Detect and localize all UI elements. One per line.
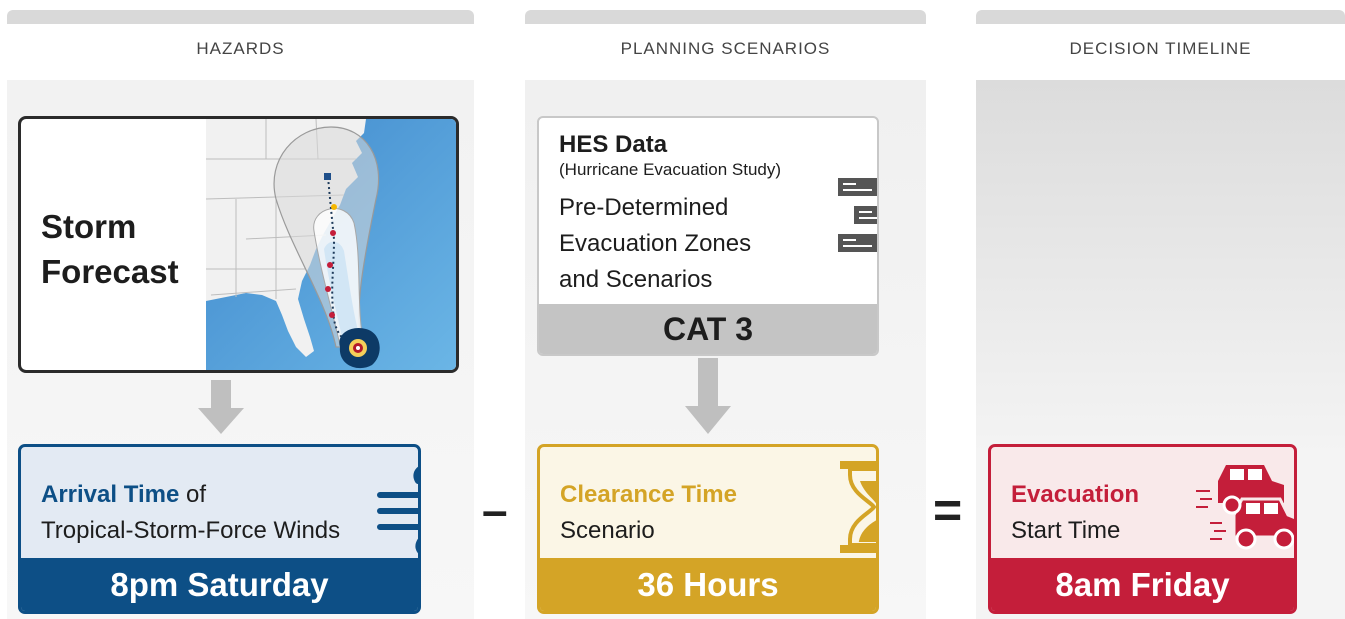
hes-title: HES Data: [559, 131, 668, 158]
cars-icon: [1196, 465, 1294, 550]
storm-forecast-title: Storm Forecast: [41, 204, 179, 294]
arrival-highlight: Arrival Time: [41, 481, 180, 508]
column-tab: [976, 10, 1345, 24]
storm-title-line2: Forecast: [41, 253, 179, 290]
clearance-highlight: Clearance Time: [560, 481, 737, 508]
clearance-line2: Scenario: [560, 517, 655, 544]
documents-icon: [838, 178, 877, 252]
column-header-planning: PLANNING SCENARIOS: [525, 24, 926, 80]
hes-desc-line1: Pre-Determined: [559, 194, 729, 221]
arrival-rest: of: [179, 481, 206, 508]
wind-icon: [377, 466, 418, 554]
clearance-time-box: Clearance Time Scenario 36 Hours: [537, 444, 879, 614]
down-arrow-icon: [685, 358, 731, 434]
hourglass-icon: [840, 461, 876, 553]
column-tab: [7, 10, 474, 24]
evacuation-value: 8am Friday: [991, 558, 1294, 611]
storm-forecast-box: Storm Forecast: [18, 116, 459, 373]
column-header-hazards: HAZARDS: [7, 24, 474, 80]
clearance-text: Clearance Time Scenario: [560, 477, 737, 549]
hes-subtitle: (Hurricane Evacuation Study): [559, 160, 782, 179]
hes-desc-line3: and Scenarios: [559, 266, 713, 293]
minus-operator: –: [482, 484, 508, 536]
evacuation-line2: Start Time: [1011, 517, 1121, 544]
storm-title-line1: Storm: [41, 208, 137, 245]
storm-track-map: [206, 119, 456, 370]
column-header-decision: DECISION TIMELINE: [976, 24, 1345, 80]
hes-data-box: HES Data (Hurricane Evacuation Study) Pr…: [537, 116, 879, 356]
evacuation-text: Evacuation Start Time: [1011, 477, 1139, 549]
column-tab: [525, 10, 926, 24]
down-arrow-icon: [198, 380, 244, 434]
arrival-value: 8pm Saturday: [21, 558, 418, 611]
hes-desc-line2: Evacuation Zones: [559, 230, 752, 257]
evacuation-highlight: Evacuation: [1011, 481, 1140, 508]
hes-description: Pre-Determined Evacuation Zones and Scen…: [559, 190, 789, 298]
arrival-text: Arrival Time of Tropical-Storm-Force Win…: [41, 477, 340, 549]
clearance-value: 36 Hours: [540, 558, 876, 611]
arrival-line2: Tropical-Storm-Force Winds: [41, 517, 341, 544]
arrival-time-box: Arrival Time of Tropical-Storm-Force Win…: [18, 444, 421, 614]
equals-operator: =: [933, 482, 963, 538]
evacuation-start-box: Evacuation Start Time 8am Friday: [988, 444, 1297, 614]
category-band: CAT 3: [539, 304, 877, 354]
